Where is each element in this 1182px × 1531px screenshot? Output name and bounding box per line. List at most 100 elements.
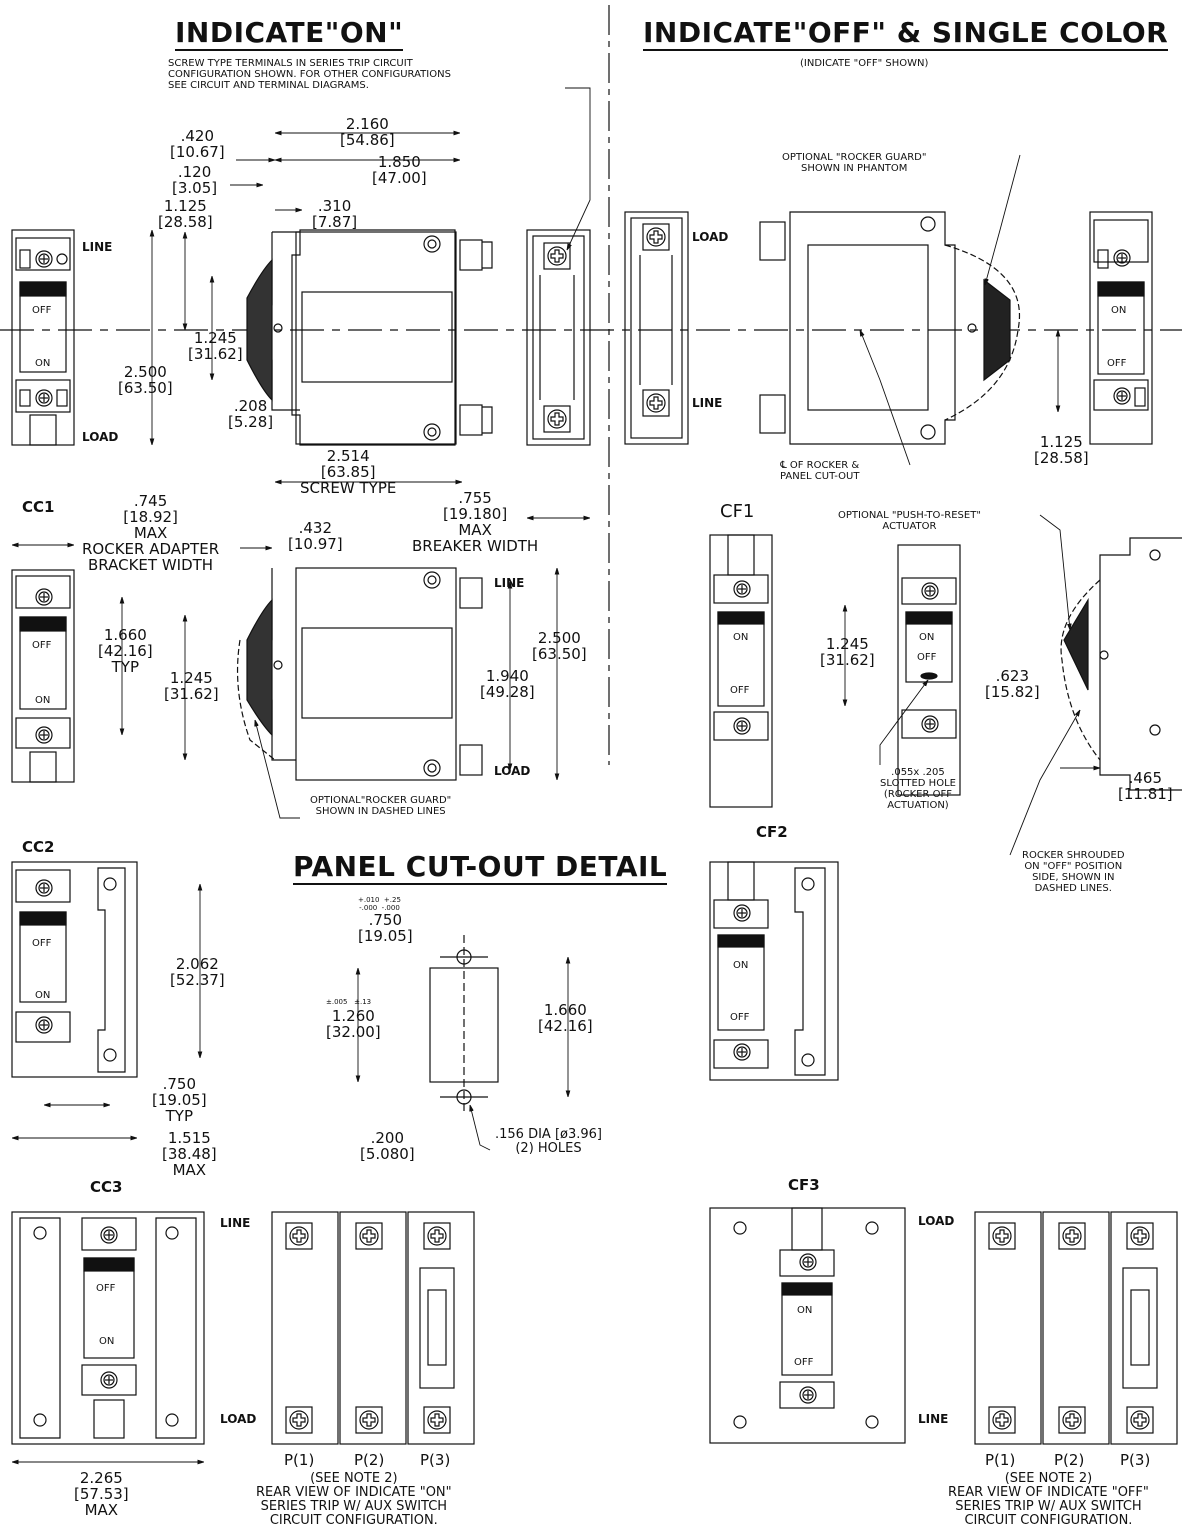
title-indicate-on: INDICATE"ON" [175, 16, 404, 51]
dim-623: .623 [15.82] [985, 667, 1040, 701]
label-line-4: LINE [220, 1216, 251, 1230]
end-view-right [624, 211, 689, 445]
cf2-front [709, 861, 839, 1081]
label-load-5: LOAD [918, 1214, 955, 1228]
note-slotted-hole: .055x .205 SLOTTED HOLE (ROCKER OFF ACTU… [880, 767, 956, 811]
side-view-cc1 [236, 567, 483, 781]
dim-2514: 2.514 [63.85] SCREW TYPE [300, 447, 397, 497]
label-line-2: LINE [692, 396, 723, 410]
rocker-text-off-5: OFF [917, 652, 937, 663]
label-p2-on: P(2) [354, 1451, 385, 1469]
cf1-reset-front [897, 544, 961, 796]
rocker-text-on-5: ON [919, 632, 935, 643]
label-load-3: LOAD [494, 764, 531, 778]
dim-1940: 1.940 [49.28] [480, 667, 535, 701]
label-cc1: CC1 [22, 498, 55, 516]
dim-1125b: 1.125 [28.58] [1034, 433, 1089, 467]
end-view-top [526, 229, 591, 446]
label-cf3: CF3 [788, 1176, 820, 1194]
rocker-text-off-8: OFF [96, 1283, 116, 1294]
dim-1660a: 1.660 [42.16] TYP [98, 626, 153, 676]
label-load-4: LOAD [220, 1412, 257, 1426]
cf3-front [709, 1207, 906, 1444]
rocker-text-off-4: OFF [730, 685, 750, 696]
cc1-front [11, 569, 75, 783]
rocker-text-on-4: ON [733, 632, 749, 643]
rocker-text-off-3: OFF [32, 640, 52, 651]
rocker-text-off-2: OFF [1107, 358, 1127, 369]
title-indicate-off: INDICATE"OFF" & SINGLE COLOR [643, 16, 1169, 51]
cf1-front [709, 534, 773, 808]
dim-1245b: 1.245 [31.62] [164, 669, 219, 703]
dim-2062: 2.062 [52.37] [170, 955, 225, 989]
label-cf2: CF2 [756, 823, 788, 841]
dim-1125a: 1.125 [28.58] [158, 197, 213, 231]
panel-cutout [429, 935, 499, 1115]
dim-750b: .750 [19.05] [358, 911, 413, 945]
rocker-text-off-7: OFF [730, 1012, 750, 1023]
dim-2500a: 2.500 [63.50] [118, 363, 173, 397]
side-view-on [246, 229, 493, 446]
label-p3-on: P(3) [420, 1451, 451, 1469]
rear-view-off [974, 1211, 1178, 1445]
label-cc3: CC3 [90, 1178, 123, 1196]
dim-310: .310 [7.87] [312, 197, 358, 231]
label-cc2: CC2 [22, 838, 55, 856]
rocker-text-on-8: ON [99, 1336, 115, 1347]
rocker-text-on-6: ON [35, 990, 51, 1001]
note-rear-on: (SEE NOTE 2) REAR VIEW OF INDICATE "ON" … [256, 1471, 452, 1528]
dim-755: .755 [19.180] MAX BREAKER WIDTH [412, 489, 539, 555]
cc2-front [11, 861, 138, 1078]
note-push-to-reset: OPTIONAL "PUSH-TO-RESET" ACTUATOR [838, 510, 981, 532]
dim-120: .120 [3.05] [172, 163, 218, 197]
side-view-off [759, 211, 1020, 445]
label-p1-on: P(1) [284, 1451, 315, 1469]
front-face-on [11, 229, 75, 446]
rocker-text-on-7: ON [733, 960, 749, 971]
subtitle-indicate-off: (INDICATE "OFF" SHOWN) [800, 58, 929, 69]
note-holes: .156 DIA [ø3.96] (2) HOLES [495, 1127, 602, 1156]
dim-1850: 1.850 [47.00] [372, 153, 427, 187]
dim-2265: 2.265 [57.53] MAX [74, 1469, 129, 1519]
dim-1245a: 1.245 [31.62] [188, 329, 243, 363]
rocker-text-off-6: OFF [32, 938, 52, 949]
label-p3-off: P(3) [1120, 1451, 1151, 1469]
label-load-1: LOAD [82, 430, 119, 444]
label-p2-off: P(2) [1054, 1451, 1085, 1469]
title-panel-cutout: PANEL CUT-OUT DETAIL [293, 850, 668, 885]
rear-view-on [271, 1211, 475, 1445]
note-rocker-guard-dashed: OPTIONAL"ROCKER GUARD" SHOWN IN DASHED L… [310, 795, 452, 817]
dim-2500b: 2.500 [63.50] [532, 629, 587, 663]
dim-2160: 2.160 [54.86] [340, 115, 395, 149]
label-line-3: LINE [494, 576, 525, 590]
note-screw-terminals: SCREW TYPE TERMINALS IN SERIES TRIP CIRC… [168, 58, 451, 91]
dim-750a: .750 [19.05] TYP [152, 1075, 207, 1125]
rocker-text-on-3: ON [35, 695, 51, 706]
label-line-1: LINE [82, 240, 113, 254]
dim-200: .200 [5.080] [360, 1129, 415, 1163]
label-load-2: LOAD [692, 230, 729, 244]
cf1-side [1060, 537, 1182, 791]
label-cf1: CF1 [720, 501, 755, 522]
front-face-off [1089, 211, 1153, 445]
dim-465: .465 [11.81] [1118, 769, 1173, 803]
note-rocker-guard-phantom: OPTIONAL "ROCKER GUARD" SHOWN IN PHANTOM [782, 152, 927, 174]
dim-745: .745 [18.92] MAX ROCKER ADAPTER BRACKET … [82, 492, 220, 574]
rocker-text-off: OFF [32, 305, 52, 316]
dim-420: .420 [10.67] [170, 127, 225, 161]
rocker-text-off-9: OFF [794, 1357, 814, 1368]
tol-1260: ±.005 ±.13 [326, 998, 372, 1006]
dim-1245c: 1.245 [31.62] [820, 635, 875, 669]
dim-1260: 1.260 [32.00] [326, 1007, 381, 1041]
dim-208: .208 [5.28] [228, 397, 274, 431]
rocker-text-on-2: ON [1111, 305, 1127, 316]
rocker-text-on: ON [35, 358, 51, 369]
label-line-5: LINE [918, 1412, 949, 1426]
note-rear-off: (SEE NOTE 2) REAR VIEW OF INDICATE "OFF"… [948, 1471, 1149, 1528]
rocker-text-on-9: ON [797, 1305, 813, 1316]
cc3-front [11, 1211, 205, 1445]
tol-750: +.010 +.25 -.000 -.000 [358, 896, 401, 912]
note-centerline-rocker: ℄ OF ROCKER & PANEL CUT-OUT [780, 460, 860, 482]
label-p1-off: P(1) [985, 1451, 1016, 1469]
